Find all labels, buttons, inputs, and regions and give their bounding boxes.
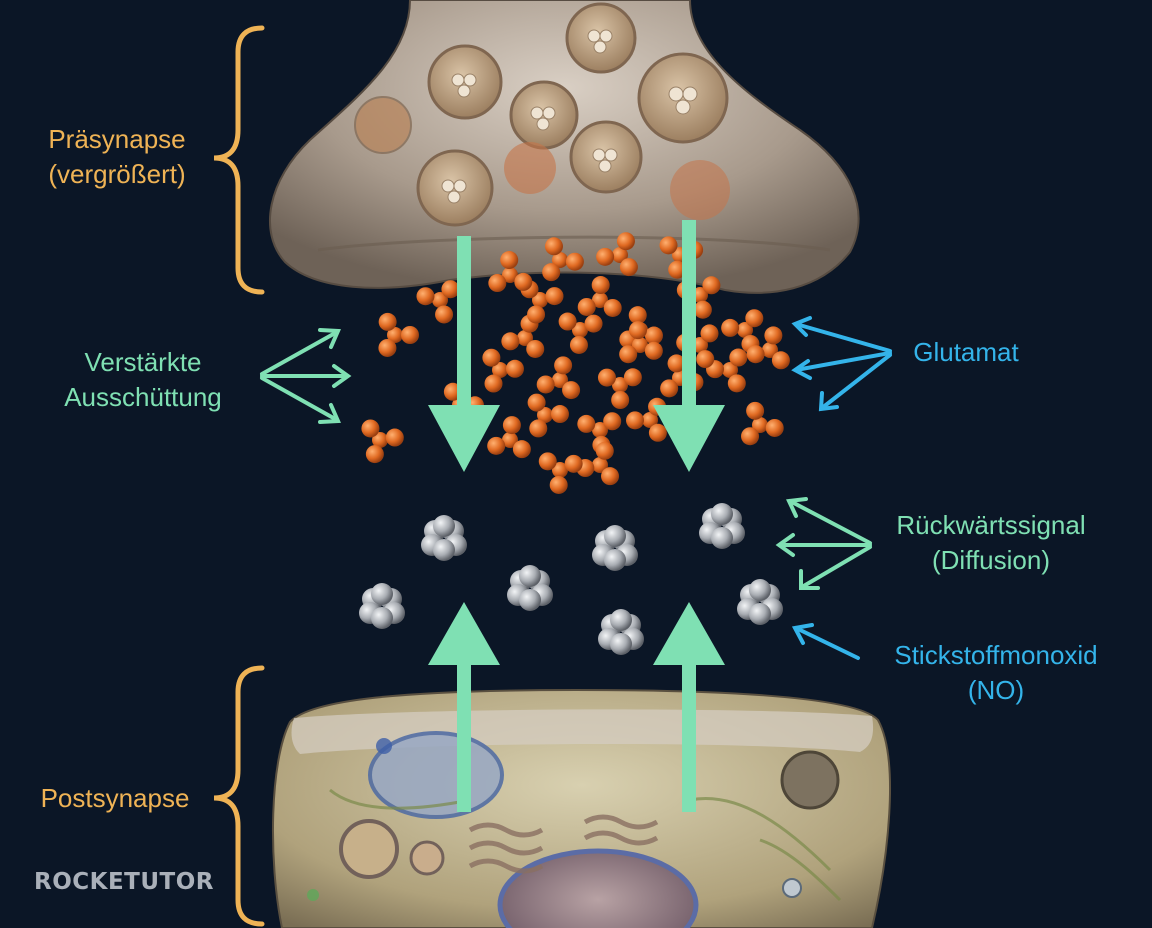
presynapse-label-line1: Präsynapse: [48, 124, 186, 154]
release-label-line2: Ausschüttung: [64, 382, 222, 412]
retrograde-annotation-arrows: [775, 497, 872, 590]
no-molecule: [598, 609, 644, 655]
release-label: Verstärkte Ausschüttung: [30, 345, 256, 415]
glutamate-molecule: [746, 326, 790, 370]
retrograde-signal-label: Rückwärtssignal (Diffusion): [868, 508, 1114, 578]
rocketutor-logo: ROCKETUTOR: [34, 869, 214, 895]
no-molecule: [737, 579, 783, 625]
synaptic-vesicles: [354, 2, 730, 227]
glutamate-molecule: [721, 309, 764, 353]
retrograde-arrow-right: [653, 602, 725, 812]
glutamate-molecule: [488, 251, 533, 293]
glutamate-label: Glutamat: [913, 337, 1019, 367]
release-arrow-left: [428, 236, 500, 472]
release-arrow-right: [653, 220, 725, 472]
glutamate-molecule: [378, 312, 419, 357]
retrograde-label-line2: (Diffusion): [931, 545, 1050, 575]
retrograde-label-line1: Rückwärtssignal: [896, 510, 1086, 540]
presynapse-label-line2: (vergrößert): [48, 159, 186, 189]
nitric-oxide-label-line2: (NO): [967, 675, 1025, 705]
presynapse-label: Präsynapse (vergrößert): [10, 122, 224, 192]
glutamate-molecule: [626, 397, 667, 442]
presynapse-bracket: [213, 25, 265, 295]
no-molecule: [699, 503, 745, 549]
no-annotation-arrow: [791, 623, 860, 660]
nitric-oxide-label: Stickstoffmonoxid (NO): [862, 638, 1130, 708]
glutamate-molecule: [619, 321, 663, 364]
postsynapse-bracket: [213, 665, 265, 927]
no-molecules: [359, 503, 783, 655]
glutamate-molecule: [597, 368, 642, 409]
no-molecule: [592, 525, 638, 571]
nitric-oxide-label-line1: Stickstoffmonoxid: [894, 640, 1098, 670]
glutamate-molecule: [542, 237, 584, 282]
glutamate-molecule: [706, 348, 748, 393]
glutamate-molecule: [596, 232, 638, 277]
glutamate-molecule: [487, 416, 531, 459]
signal-arrows: [428, 220, 725, 812]
glutamate-molecule: [577, 276, 622, 317]
glutamate-molecule: [576, 441, 620, 486]
glutamate-molecule: [558, 312, 603, 354]
release-label-line1: Verstärkte: [84, 347, 202, 377]
presynapse-terminal: [268, 0, 860, 294]
glutamate-molecule: [482, 348, 524, 393]
no-molecule: [507, 565, 553, 611]
glutamate-molecule: [536, 356, 581, 400]
postsynapse-cell: [272, 688, 891, 928]
glutamate-annotation-arrows: [791, 316, 892, 412]
glutamate-molecule: [520, 280, 564, 324]
glutamate-molecule: [361, 419, 404, 464]
glutamate-molecule: [416, 280, 460, 324]
retrograde-arrow-left: [428, 602, 500, 812]
release-annotation-arrows: [260, 328, 352, 424]
glutamate-molecule: [741, 401, 784, 446]
no-molecule: [421, 515, 467, 561]
postsynapse-label: Postsynapse: [40, 783, 190, 813]
no-molecule: [359, 583, 405, 629]
glutamate-molecule: [538, 452, 583, 494]
glutamate-molecule: [527, 393, 569, 438]
